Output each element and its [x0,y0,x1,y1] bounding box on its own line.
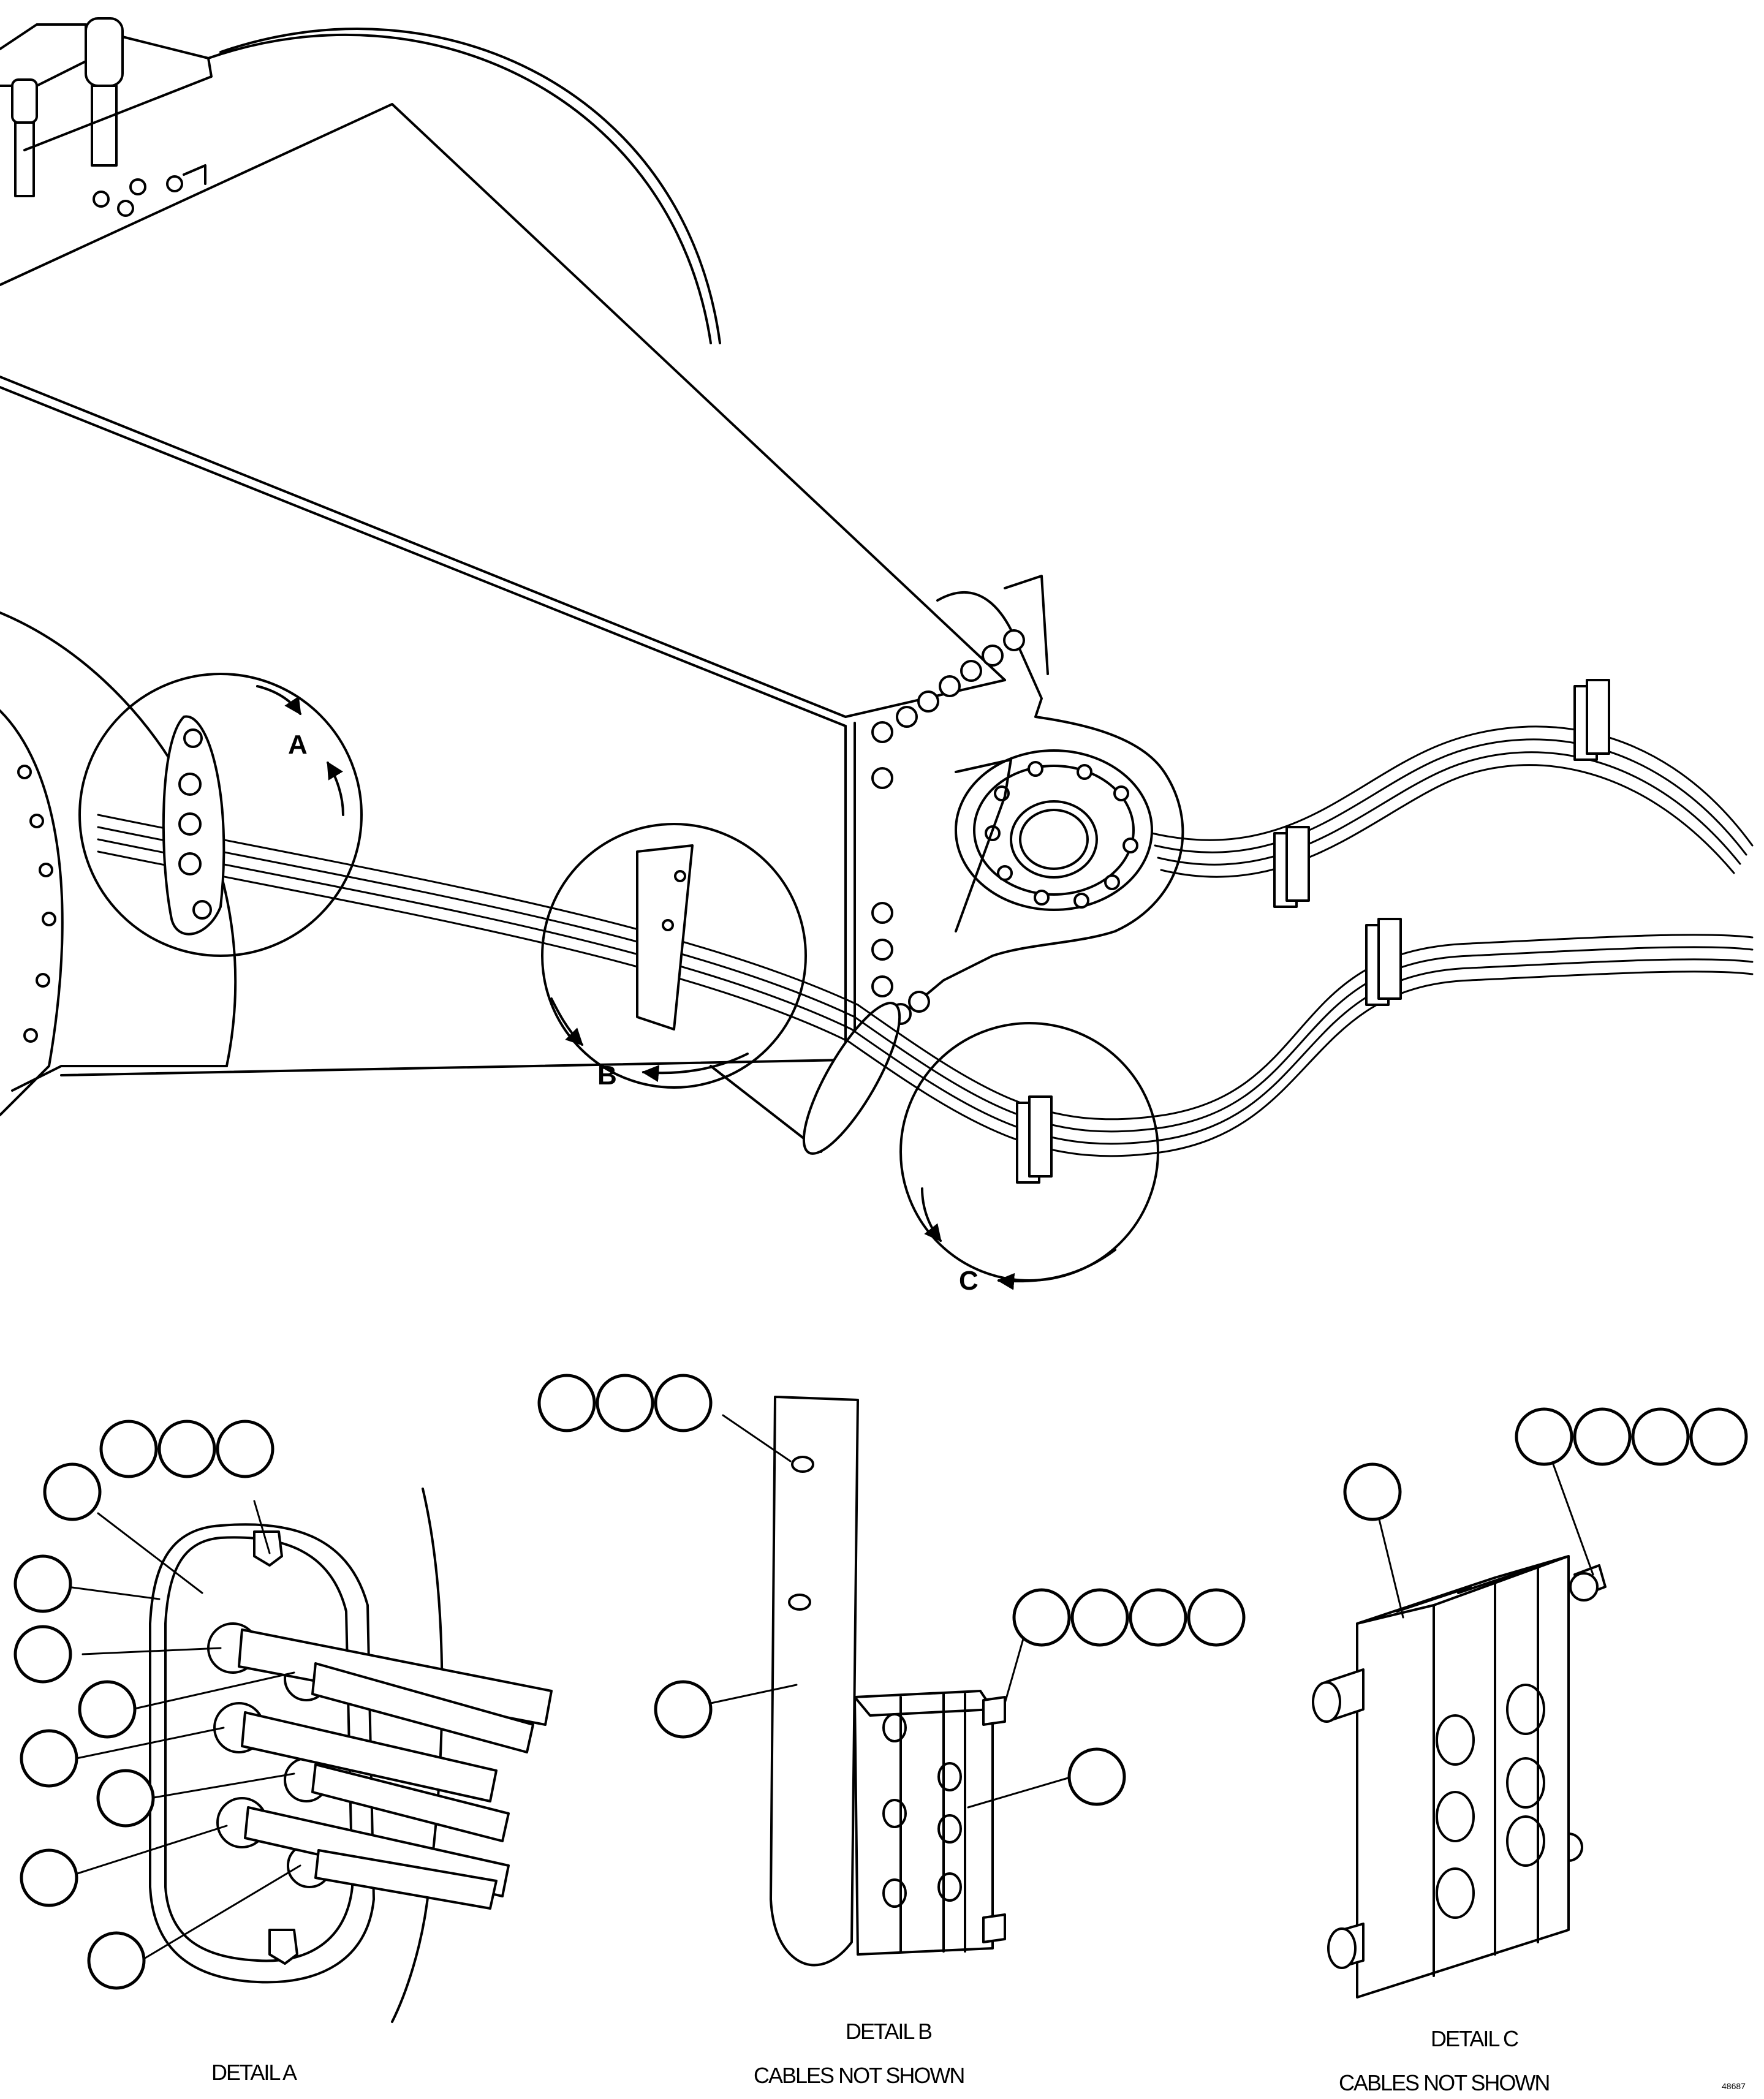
detail-a-view [13,1420,553,2023]
detail-b-callout [541,823,807,1089]
detail-c-caption: DETAIL C [1431,2026,1518,2051]
detail-b-caption: DETAIL B [846,2019,932,2044]
detail-c-marker: C [959,1266,979,1296]
boom-flange [955,749,1153,911]
detail-b-view [537,1374,1246,1967]
detail-c-callout [899,1022,1159,1290]
detail-a-callout [78,673,363,957]
figure-number: 48687 [1722,2081,1746,2091]
detail-b-marker: B [597,1061,617,1091]
cable-bundle-lower [97,814,1754,1184]
detail-b-note: CABLES NOT SHOWN [754,2063,964,2088]
detail-a-marker: A [288,730,308,760]
main-assembly-view: A B C [0,17,1754,1296]
detail-a-caption: DETAIL A [211,2060,297,2085]
cable-bundle-upper [1151,679,1754,908]
detail-c-note: CABLES NOT SHOWN [1339,2070,1549,2095]
detail-c-view [1312,1407,1748,1999]
